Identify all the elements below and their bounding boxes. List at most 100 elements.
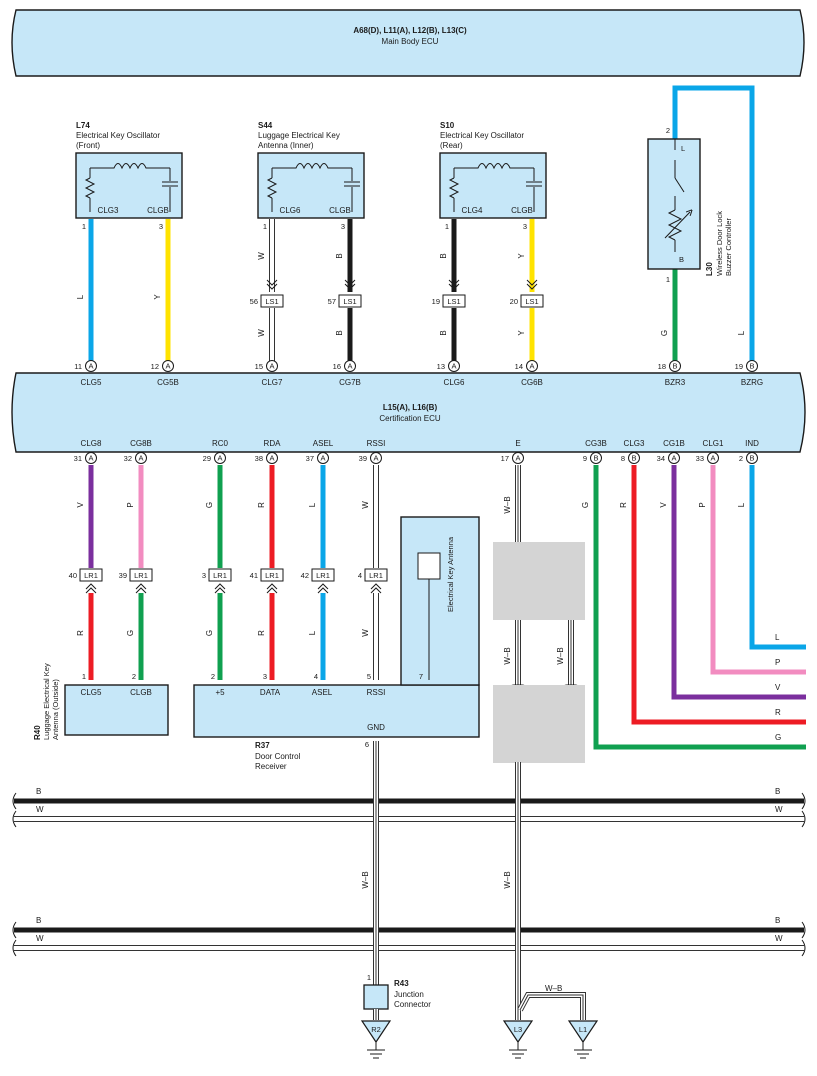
s44-pin-left: CLG6 [280,206,301,215]
lower-wire-2-color-top: P [126,502,135,507]
s44-name-2: Antenna (Inner) [258,141,314,150]
lower-wire-1-end-pin: 1 [82,672,86,681]
lower-pin-6-number: 39 [359,454,367,463]
splice-panel-upper [493,542,585,620]
upper-wire-4-pin: 3 [341,222,345,231]
lower-wire-1-color-top: V [76,502,85,508]
lower-wire-4-color-top: R [257,502,266,508]
upper-wire-7-pin: 1 [666,275,670,284]
upper-wire-8-color: L [737,330,746,335]
upper-pin-4-number: 16 [333,362,341,371]
lower-pin-11-number: 33 [696,454,704,463]
connector-chevron [266,583,278,590]
r37-antenna-label: Electrical Key Antenna [446,536,455,612]
l74-code: L74 [76,121,90,130]
right-exit-L-label: L [775,633,780,642]
r40-antenna-outside: CLG5 CLGB R40 Luggage Electrical Key Ant… [33,663,169,740]
lower-pin-12-number: 2 [739,454,743,463]
upper-wire-1-color: L [76,294,85,299]
upper-wire-4-color-bottom: B [335,330,344,335]
certification-ecu: L15(A), L16(B) Certification ECU [11,372,806,453]
upper-connector-5-label: LS1 [447,297,460,306]
upper-wire-6-color-top: Y [517,253,526,259]
upper-pin-4 [344,360,356,372]
r40-pin-clg5: CLG5 [81,688,102,697]
connector-chevron [266,283,278,290]
lower-pin-1-name: CLG8 [81,439,102,448]
r43-pin: 1 [367,973,371,982]
right-exit-V [671,465,806,700]
r37-gnd-pin: 6 [365,740,369,749]
lower-pin-8-number: 9 [583,454,587,463]
upper-connector-4-label: LS1 [343,297,356,306]
lower-wire-2-end-pin: 2 [132,672,136,681]
lower-pin-7-number: 17 [501,454,509,463]
lower-connector-2 [129,568,153,582]
main-body-ecu: A68(D), L11(A), L12(B), L13(C) Main Body… [11,9,805,77]
connector-chevron [214,583,226,590]
r37-pin-asel: ASEL [312,688,333,697]
s44-name-1: Luggage Electrical Key [258,131,340,140]
power-line-break-right [801,921,806,939]
upper-wire-3-color-top: W [257,252,266,260]
r37-name-1: Door Control [255,752,301,761]
ground-L3-label: L3 [514,1025,522,1034]
lower-connector-5-label: LR1 [316,571,330,580]
lower-wire-3-end-pin: 2 [211,672,215,681]
upper-pin-2-number: 12 [151,362,159,371]
l74-coil [90,163,170,170]
power-line-break-left [12,810,17,828]
right-exit-R-color: R [619,502,628,508]
l74-pin-left: CLG3 [98,206,119,215]
buzzer-code: L30 [705,262,714,276]
lower-pin-5 [317,452,329,464]
upper-pin-5-number: 13 [437,362,445,371]
lower-wire-1-color-bottom: R [76,630,85,636]
s10-name-2: (Rear) [440,141,463,150]
r37-code: R37 [255,741,270,750]
power-line-1-label-left: B [36,787,41,796]
upper-wire-7-color: G [660,330,669,336]
upper-connector-3-number: 56 [250,297,258,306]
r40-name-2: Antenna (Outside) [51,679,60,740]
lower-pin-1 [85,452,97,464]
lower-wire-4-color-bottom: R [257,630,266,636]
lower-wire-6-color-top: W [361,501,370,509]
l1-branch-wire [518,993,585,1020]
s10-pin-right: CLGB [511,206,533,215]
l1-branch-color: W–B [545,984,562,993]
upper-connector-6-label: LS1 [525,297,538,306]
upper-connector-4 [338,294,362,308]
power-line-1-label-right: B [775,787,780,796]
connector-chevron [370,587,382,594]
right-exit-G [593,465,806,750]
upper-pin-3-number: 15 [255,362,263,371]
upper-pin-6-number: 14 [515,362,523,371]
right-exit-V-label: V [775,683,781,692]
upper-pin-6-suffix: A [529,362,534,371]
upper-pin-3-name: CLG7 [262,378,283,387]
power-line-2-label-right: W [775,805,783,814]
upper-pin-1 [85,360,97,372]
ground-L1 [567,1020,599,1044]
s10-resistor [448,177,460,199]
lower-wire-6-end-pin: 5 [367,672,371,681]
right-exit-P [710,465,806,675]
lower-pin-2 [135,452,147,464]
lower-pin-11-suffix: A [710,454,715,463]
main-body-ecu-code: A68(D), L11(A), L12(B), L13(C) [353,26,467,35]
upper-pin-3 [266,360,278,372]
power-line-break-right [801,792,806,810]
right-exit-R [631,465,806,725]
lower-pin-3-number: 29 [203,454,211,463]
connector-chevron [344,279,356,286]
s10-code: S10 [440,121,455,130]
connector-chevron [266,279,278,286]
